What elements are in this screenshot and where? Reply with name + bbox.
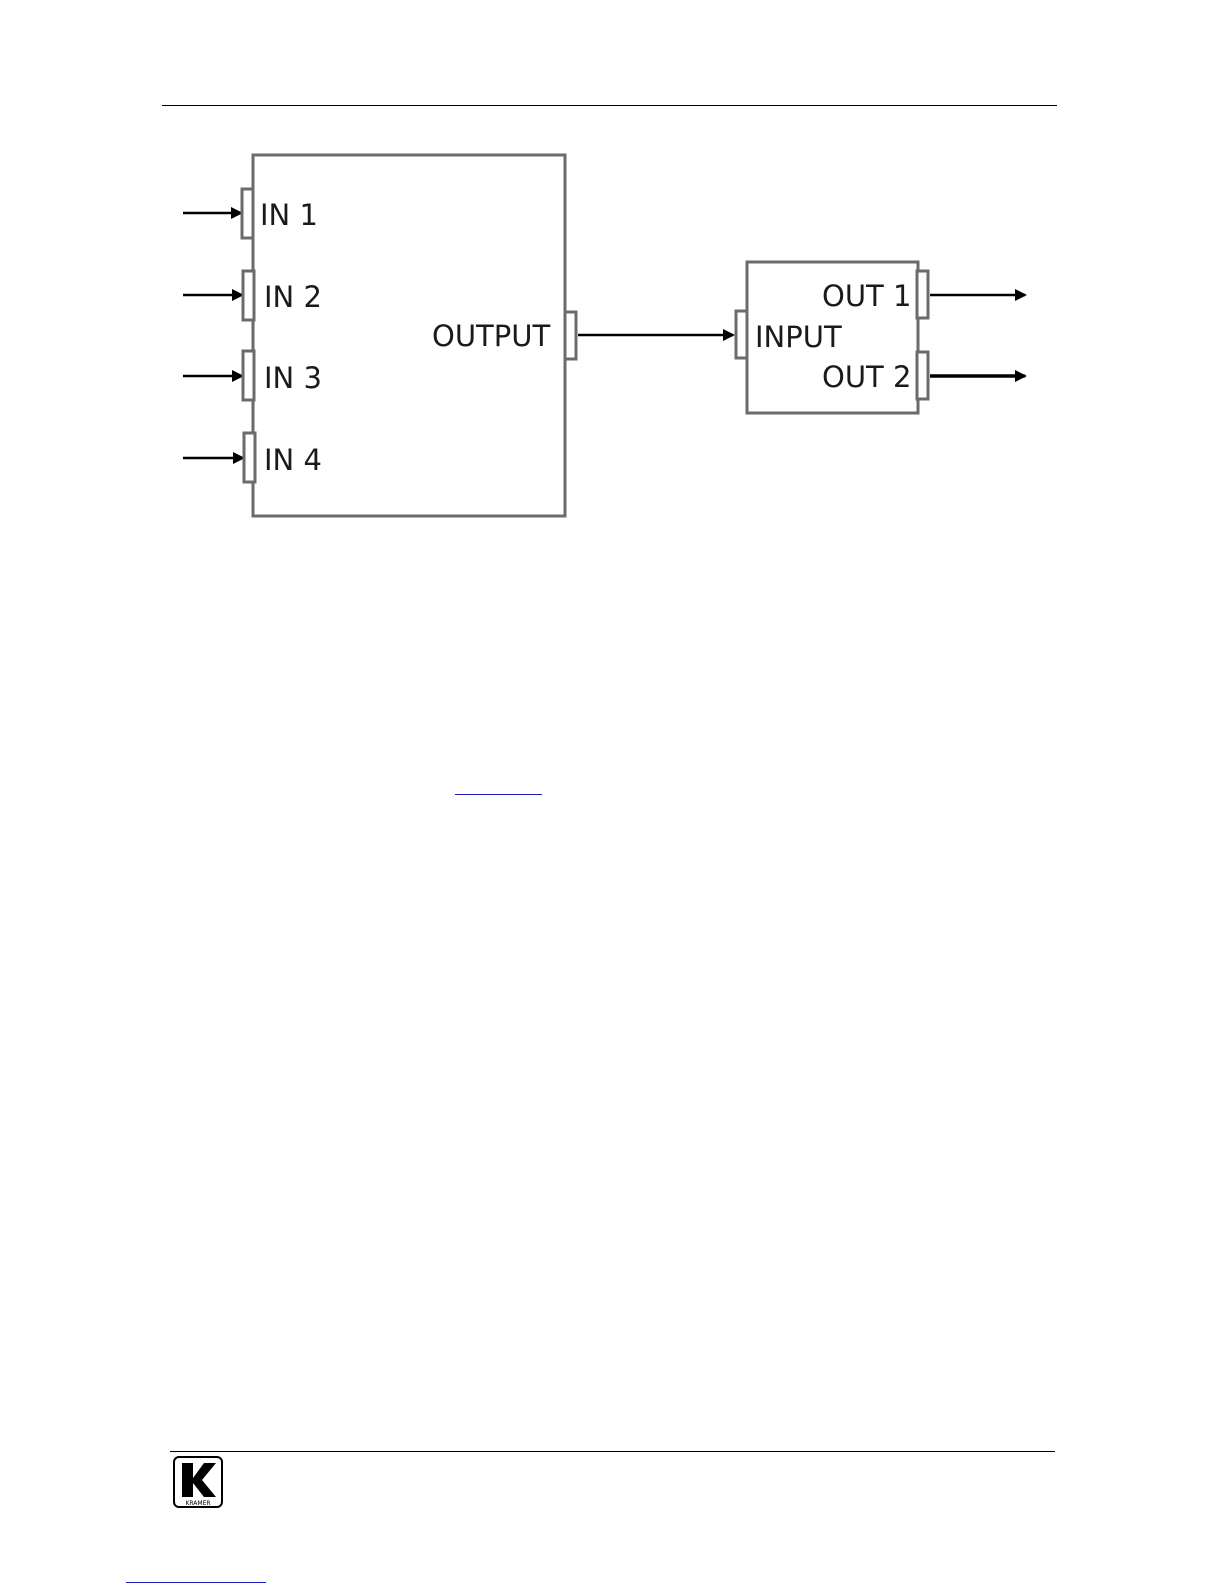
input-2-label: IN 2 [264,280,322,314]
output-1-connector [917,271,928,318]
switcher-input-2: IN 2 [183,271,322,320]
kramer-logo: KRAMER [173,1456,223,1508]
distributor-input-label: INPUT [755,320,842,354]
input-3-label: IN 3 [264,361,322,395]
distributor-input: INPUT [736,311,842,358]
distributor-output-1: OUT 1 [822,271,1025,318]
switcher-input-3: IN 3 [183,351,322,400]
hyperlink-underline[interactable] [455,794,542,795]
input-4-label: IN 4 [264,443,322,477]
switcher-output-connector [565,312,576,359]
switcher-input-4: IN 4 [183,433,322,482]
output-2-label: OUT 2 [822,360,911,394]
signal-flow-diagram: IN 1 IN 2 IN 3 IN 4 OUTPUT INPUT OUT 1 O… [0,0,1225,560]
input-1-connector [242,189,253,238]
switcher-output-label: OUTPUT [432,319,550,353]
distributor-input-connector [736,311,747,358]
input-2-connector [243,271,254,320]
output-2-connector [917,352,928,399]
footer-rule [170,1451,1055,1452]
input-3-connector [243,351,254,400]
input-1-label: IN 1 [260,198,318,232]
output-1-label: OUT 1 [822,279,911,313]
footer-hyperlink-underline[interactable] [126,1582,266,1583]
switcher-input-1: IN 1 [183,189,318,238]
logo-text: KRAMER [185,1500,210,1507]
input-4-connector [244,433,255,482]
distributor-output-2: OUT 2 [822,352,1025,399]
switcher-output: OUTPUT [432,312,576,359]
